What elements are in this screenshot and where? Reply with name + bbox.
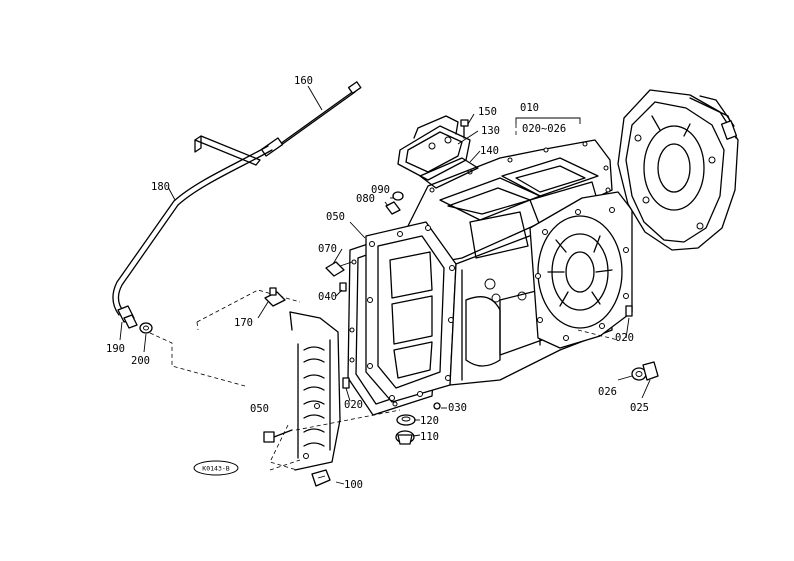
label-030: 030 <box>448 402 467 414</box>
label-020-026: 020~026 <box>522 123 566 135</box>
pin-040 <box>339 282 347 292</box>
pin-030 <box>433 402 441 410</box>
diagram-code: K0143-B <box>202 465 229 473</box>
label-050-bolt: 050 <box>250 403 269 415</box>
plug-080 <box>385 201 401 215</box>
label-020-right: 020 <box>615 332 634 344</box>
washer-200 <box>139 322 153 334</box>
leader-lines <box>119 85 651 485</box>
plug-110 <box>395 430 415 445</box>
pin-020-left <box>342 377 350 389</box>
label-150: 150 <box>478 106 497 118</box>
guide-tube-180 <box>112 145 273 316</box>
label-050-gasket: 050 <box>326 211 345 223</box>
pin-020-right <box>625 305 633 317</box>
rear-housing <box>617 89 739 251</box>
label-026: 026 <box>598 386 617 398</box>
label-010: 010 <box>520 102 539 114</box>
label-100: 100 <box>344 479 363 491</box>
plug-025 <box>642 361 659 381</box>
gasket-140 <box>419 157 479 189</box>
stud-070 <box>325 261 353 277</box>
label-130: 130 <box>481 125 500 137</box>
fitting-190 <box>117 305 138 329</box>
gasket-120 <box>396 414 416 426</box>
label-025: 025 <box>630 402 649 414</box>
transmission-case-010 <box>365 139 633 403</box>
tube-bracket <box>194 135 261 166</box>
bolt-050-lower <box>263 429 293 443</box>
label-180: 180 <box>151 181 170 193</box>
bolt-150 <box>460 119 469 139</box>
dipstick-160 <box>260 81 362 157</box>
label-080: 080 <box>356 193 375 205</box>
label-090: 090 <box>371 184 390 196</box>
label-140: 140 <box>480 145 499 157</box>
part-labels: 160 150 010 020~026 130 140 180 090 080 … <box>106 75 649 491</box>
label-190: 190 <box>106 343 125 355</box>
side-cover <box>196 289 341 471</box>
label-120: 120 <box>420 415 439 427</box>
label-070: 070 <box>318 243 337 255</box>
diagram-code-badge: K0143-B <box>193 460 239 476</box>
leader-200 <box>149 332 246 387</box>
label-200: 200 <box>131 355 150 367</box>
washer-090 <box>392 191 404 201</box>
plug-170 <box>264 287 286 307</box>
label-110: 110 <box>420 431 439 443</box>
label-020-left: 020 <box>344 399 363 411</box>
label-160: 160 <box>294 75 313 87</box>
label-170: 170 <box>234 317 253 329</box>
label-040: 040 <box>318 291 337 303</box>
plug-100 <box>311 469 331 487</box>
dashed-links <box>269 409 401 471</box>
